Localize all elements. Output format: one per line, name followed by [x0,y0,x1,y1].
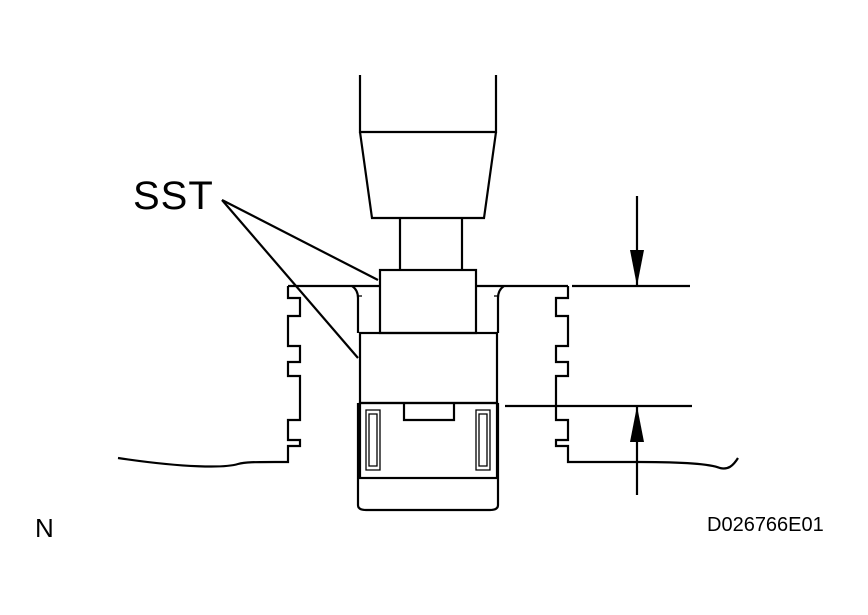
sst-neck [398,218,464,270]
housing-left-wall [117,286,302,468]
housing-right-wall [554,286,739,470]
figure-code-label: D026766E01 [707,514,824,536]
up-arrow-icon [630,406,644,442]
sst-lower-block [358,331,499,405]
oil-seal [358,401,499,480]
dimension-indicator [505,196,692,495]
sst-upper-block [378,268,478,335]
press-ram [358,75,498,220]
view-marker-label: N [35,513,54,543]
sst-callout-label: SST [133,174,214,218]
down-arrow-icon [630,250,644,286]
sst-leader-lines [221,199,379,359]
housing-bore [288,284,568,512]
